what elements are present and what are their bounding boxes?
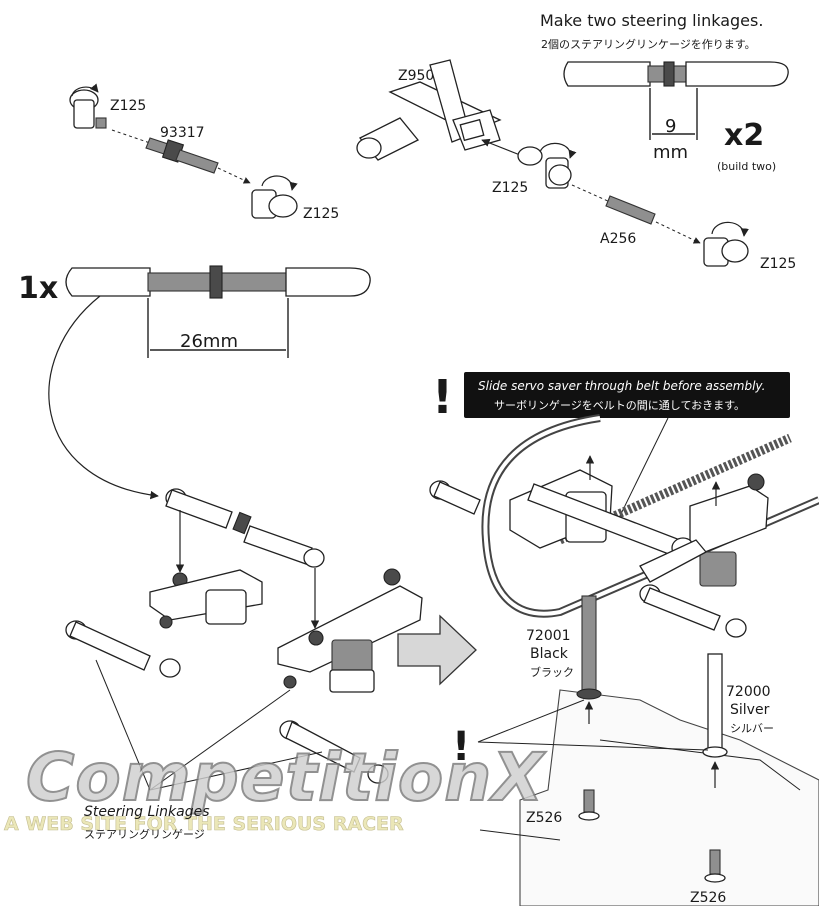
single-count: 1x [18,271,58,306]
caption-steering-linkages-jp: ステアリングリンゲージ [84,827,205,841]
part-label-72000: 72000 [726,684,771,700]
post-silver-label: Silver [730,702,770,718]
warning-icon: ! [432,370,453,424]
chassis-assembly: ! [429,414,819,906]
long-linkage: 1x 26mm [18,265,371,500]
turnbuckle-short-assembly: Z125 93317 Z125 [69,83,339,222]
part-label-z125-top: Z125 [110,98,146,114]
page-title: Make two steering linkages. [540,11,763,30]
post-72000 [707,653,723,751]
threaded-rod-93317 [111,129,251,184]
part-label-z125-mid: Z125 [492,180,528,196]
part-label-93317: 93317 [160,125,205,141]
dim-short-value: 9 [665,116,676,137]
turnbuckle-a256-assembly: Z125 A256 Z125 [492,142,796,272]
watermark-brand: CompetitionX [26,739,546,816]
screw-z526-left [578,789,600,821]
caption-steering-linkages: Steering Linkages [84,804,210,820]
part-label-z526-right: Z526 [690,890,726,906]
chassis-plate [519,689,819,906]
part-label-72001: 72001 [526,628,571,644]
part-label-z526-left: Z526 [526,810,562,826]
post-black-label: Black [530,646,569,662]
ball-end-upper-left [69,83,107,129]
post-black-label-jp: ブラック [530,665,574,679]
z950-tool: Z950 [356,59,521,161]
ball-end-lower-left [251,175,298,219]
notice-line1: Slide servo saver through belt before as… [478,379,765,393]
part-label-a256: A256 [600,231,636,247]
page-title-jp: 2個のステアリングリンケージを作ります。 [541,37,756,51]
part-label-z125-bottom: Z125 [303,206,339,222]
notice-warning: ! Slide servo saver through belt before … [432,370,790,521]
watermark: CompetitionX A WEB SITE FOR THE SERIOUS … [4,738,547,835]
short-linkage: 9 mm x2 (build two) [563,61,789,173]
build-count: x2 [724,118,764,153]
next-step-arrow [397,614,477,686]
post-72001 [581,595,597,693]
dim-short-unit: mm [653,142,688,163]
part-label-z950: Z950 [398,68,434,84]
post-silver-label-jp: シルバー [730,722,774,735]
build-count-note: (build two) [717,160,776,173]
screw-z526-right [704,849,726,883]
warning-icon-posts: ! [452,724,470,770]
watermark-tagline: A WEB SITE FOR THE SERIOUS RACER [4,813,404,835]
servo-saver-left [65,488,423,791]
notice-line2: サーボリンゲージをベルトの間に通しておきます。 [494,399,745,412]
dim-long: 26mm [180,331,238,352]
part-label-z125-right: Z125 [760,256,796,272]
